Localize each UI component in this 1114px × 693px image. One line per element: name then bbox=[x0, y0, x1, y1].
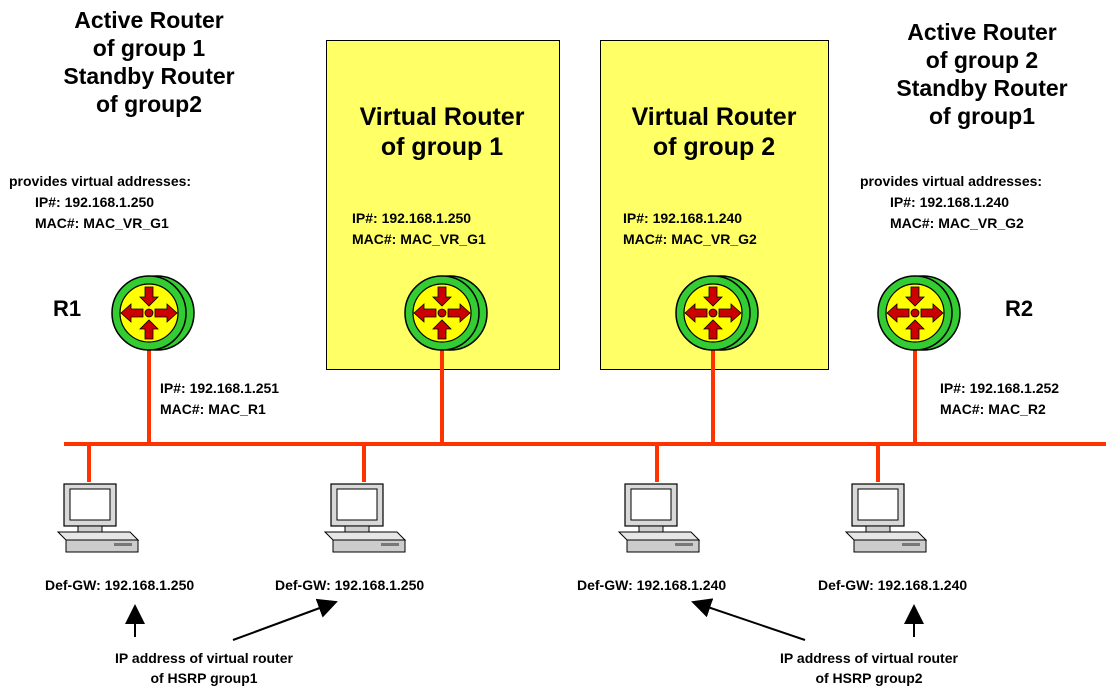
note-group2: IP address of virtual router of HSRP gro… bbox=[757, 648, 981, 688]
host2-gateway: Def-GW: 192.168.1.250 bbox=[275, 577, 425, 593]
pc-icon bbox=[845, 483, 927, 553]
note-group2-line: IP address of virtual router bbox=[780, 650, 958, 666]
host4-gateway: Def-GW: 192.168.1.240 bbox=[818, 577, 968, 593]
r2-role-line: of group 2 bbox=[925, 47, 1039, 73]
r1-provides-label: provides virtual addresses: bbox=[9, 173, 192, 189]
router-icon bbox=[111, 275, 195, 351]
r1-virtual-mac: MAC#: MAC_VR_G1 bbox=[35, 215, 169, 231]
pc-icon bbox=[324, 483, 406, 553]
r2-label: R2 bbox=[1005, 296, 1034, 321]
note-group2-line: of HSRP group2 bbox=[815, 670, 923, 686]
r1-role-title: Active Router of group 1 Standby Router … bbox=[24, 6, 274, 118]
note-group1: IP address of virtual router of HSRP gro… bbox=[92, 648, 316, 688]
r1-label: R1 bbox=[53, 296, 82, 321]
router-icon bbox=[675, 275, 759, 351]
vr2-title-line: Virtual Router bbox=[631, 103, 797, 131]
r1-role-line: Active Router bbox=[74, 7, 224, 33]
vr2-title: Virtual Router of group 2 bbox=[598, 102, 830, 162]
vr1-ip: IP#: 192.168.1.250 bbox=[352, 210, 472, 226]
arrow-group2-a bbox=[691, 598, 806, 641]
vr1-title-line: Virtual Router bbox=[359, 103, 525, 131]
router-icon bbox=[877, 275, 961, 351]
pc-icon bbox=[618, 483, 700, 553]
r2-role-line: Standby Router bbox=[896, 75, 1068, 101]
r1-role-line: of group 1 bbox=[92, 35, 206, 61]
r2-virtual-ip: IP#: 192.168.1.240 bbox=[890, 194, 1010, 210]
vr2-mac: MAC#: MAC_VR_G2 bbox=[623, 231, 757, 247]
r2-provides-label: provides virtual addresses: bbox=[860, 173, 1043, 189]
arrow-group1-b bbox=[232, 598, 338, 641]
r1-role-line: Standby Router bbox=[63, 63, 235, 89]
r1-virtual-ip: IP#: 192.168.1.250 bbox=[35, 194, 155, 210]
r1-ip: IP#: 192.168.1.251 bbox=[160, 380, 280, 396]
r1-mac: MAC#: MAC_R1 bbox=[160, 401, 266, 417]
vr2-ip: IP#: 192.168.1.240 bbox=[623, 210, 743, 226]
note-group1-line: of HSRP group1 bbox=[150, 670, 258, 686]
r2-virtual-mac: MAC#: MAC_VR_G2 bbox=[890, 215, 1024, 231]
note-group1-line: IP address of virtual router bbox=[115, 650, 293, 666]
host1-gateway: Def-GW: 192.168.1.250 bbox=[45, 577, 195, 593]
r2-role-line: Active Router bbox=[907, 19, 1057, 45]
vr1-title: Virtual Router of group 1 bbox=[326, 102, 558, 162]
host3-gateway: Def-GW: 192.168.1.240 bbox=[577, 577, 727, 593]
r2-mac: MAC#: MAC_R2 bbox=[940, 401, 1046, 417]
r1-role-line: of group2 bbox=[95, 91, 203, 117]
r2-role-title: Active Router of group 2 Standby Router … bbox=[857, 18, 1107, 130]
vr1-mac: MAC#: MAC_VR_G1 bbox=[352, 231, 486, 247]
r2-role-line: of group1 bbox=[928, 103, 1036, 129]
vr2-title-line: of group 2 bbox=[652, 133, 776, 161]
router-icon bbox=[404, 275, 488, 351]
vr1-title-line: of group 1 bbox=[380, 133, 504, 161]
r2-ip: IP#: 192.168.1.252 bbox=[940, 380, 1060, 396]
pc-icon bbox=[57, 483, 139, 553]
